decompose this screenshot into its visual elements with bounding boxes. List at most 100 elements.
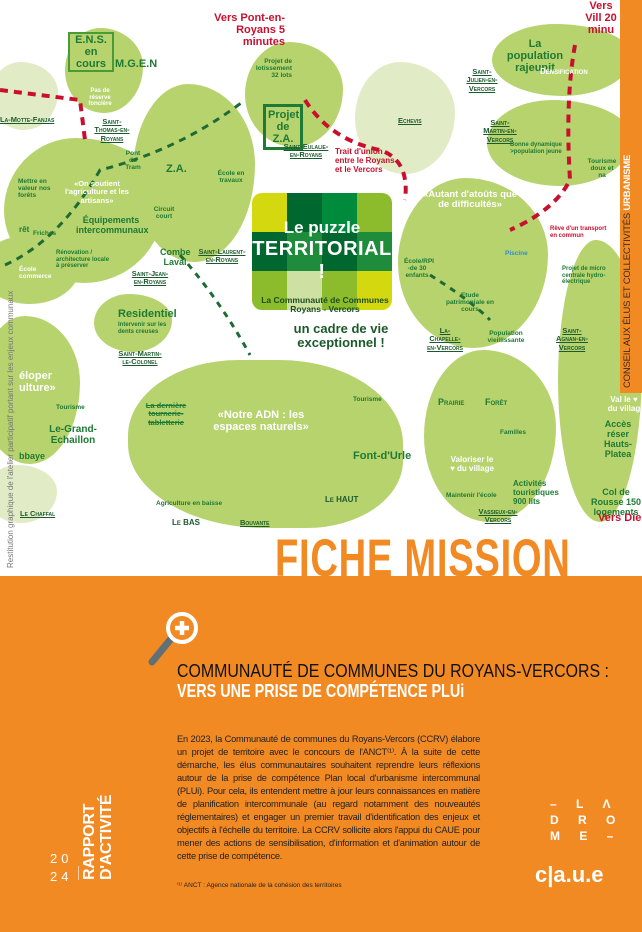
illustration-credit: Restitution graphique de l'atelier parti…	[6, 290, 15, 568]
report-title: RAPPORT D'ACTIVITÉ	[81, 794, 115, 880]
label-equipements: Équipements intercommunaux	[76, 215, 149, 235]
label-renovation: Rénovation / architecture locale à prése…	[56, 250, 110, 270]
label-familles: Familles	[500, 429, 527, 436]
article-footnote: ⁽¹⁾ ANCT : Agence nationale de la cohési…	[177, 882, 342, 889]
label-ecole-rpi: École/RPI -de 30 enfants	[404, 258, 434, 280]
label-densification: Densification	[540, 67, 588, 76]
label-combe-laval: Combe Laval	[160, 247, 191, 267]
label-mettre-valeur: Mettre en valeur nos forêts	[18, 178, 51, 200]
label-projet-za: Projet de Z.A.	[263, 104, 303, 151]
puzzle-piece	[322, 271, 357, 310]
label-maintenir: Maintenir l'école	[446, 492, 497, 499]
route-lines	[0, 44, 577, 356]
puzzle-title-line2: TERRITORIAL !	[252, 238, 392, 283]
puzzle-piece	[252, 271, 287, 310]
label-residentiel: Residentiel	[118, 308, 177, 320]
label-mgen: M.G.E.N	[115, 58, 158, 70]
label-st-jean: Saint-Jean-en-Royans	[131, 269, 169, 287]
label-population-rajeunit: La population rajeunit	[506, 38, 564, 75]
map-area	[245, 42, 343, 147]
label-vers-villard: Vers Vill 20 minu	[585, 0, 617, 37]
label-valoriser: Valoriser le ♥ du village	[450, 455, 494, 473]
label-font-urle: Font-d'Urle	[353, 450, 412, 462]
article-title: COMMUNAUTÉ DE COMMUNES DU ROYANS-VERCORS…	[177, 660, 609, 681]
label-agriculture-baisse: Agriculture en baisse	[156, 500, 223, 507]
label-valoriser-right: Val le ♥ du villag	[607, 396, 641, 413]
side-category-highlight: URBANISME	[622, 154, 633, 211]
puzzle-piece	[357, 193, 392, 232]
label-friches: Friches	[33, 230, 57, 237]
map-area	[128, 360, 403, 528]
label-lotissement: Projet de lotissement 32 lots	[255, 58, 292, 80]
label-on-soutient: «On soutient l'agriculture et les artisa…	[65, 179, 129, 205]
label-st-thomas: Saint-Thomas-en-Royans	[94, 117, 130, 143]
red-route	[509, 44, 577, 232]
side-category-label: CONSEIL AUX ÉLUS ET COLLECTIVITÉS URBANI…	[622, 128, 633, 388]
green-route	[178, 254, 252, 356]
puzzle-subtitle: La Communauté de Communes Royans - Verco…	[261, 295, 389, 315]
label-etude: Etude patrimoniale en cours	[445, 292, 495, 314]
label-ecole-left: École commerce	[19, 266, 52, 281]
label-trait-union: Trait d'union entre le Royans et le Verc…	[335, 147, 395, 174]
puzzle-title-line1: Le puzzle	[283, 218, 361, 237]
label-st-martin-colonel: Saint-Martin-le-Colonel	[118, 349, 162, 367]
label-st-laurent: Saint-Laurent-en-Royans	[198, 247, 246, 265]
la-drome-logo: – L Λ D R O M E –	[550, 797, 624, 843]
label-vers-pont: Vers Pont-en-Royans 5 minutes	[214, 12, 285, 49]
label-autant: «Autant d'atoûts que de difficultés»	[422, 189, 518, 211]
label-developper: éloper ulture»	[19, 370, 56, 395]
label-pas-reserve: Pas de réserve foncière	[88, 88, 112, 108]
map-area	[424, 350, 556, 522]
label-reve-transport: Rêve d'un transport en commun	[550, 226, 607, 239]
magnifier-plus-icon	[148, 612, 198, 666]
report-year: 20 24	[50, 851, 73, 884]
puzzle-piece	[287, 193, 322, 232]
label-foret-left: rêt	[19, 225, 30, 234]
label-le-chaffal: Le Chaffal	[20, 509, 56, 518]
label-la-motte: La-Motte-Fanjas	[0, 115, 55, 124]
map-area	[398, 178, 548, 348]
puzzle-piece	[322, 193, 357, 232]
label-activites: Activités touristiques 900 lits	[513, 479, 559, 506]
orange-content-band	[0, 576, 642, 932]
page-heading: FICHE MISSION	[275, 529, 571, 588]
side-category-text: CONSEIL AUX ÉLUS ET COLLECTIVITÉS	[622, 212, 633, 388]
label-tourisme-mid: Tourisme	[353, 396, 382, 403]
label-ens: E.N.S. en cours	[68, 32, 114, 73]
puzzle-tagline: un cadre de vie exceptionnel !	[293, 321, 389, 351]
label-pont-tram: Pont du Tram	[125, 150, 141, 172]
puzzle-piece	[287, 232, 322, 271]
caue-logo: c|a.u.e	[535, 862, 604, 887]
map-area	[94, 294, 172, 352]
illustrated-territory-map: E.N.S. en cours M.G.E.N Pas de réserve f…	[0, 0, 642, 528]
label-tourisme-doux: Tourisme doux et na	[587, 158, 617, 180]
label-tourisme-left: Tourisme	[56, 404, 85, 411]
label-vers-die: Vers Die	[598, 512, 642, 524]
article-subtitle: VERS UNE PRISE DE COMPÉTENCE PLUi	[177, 681, 465, 701]
red-route	[0, 88, 87, 141]
label-st-eulalie: Saint-Eulalie-en-Royans	[283, 142, 329, 160]
puzzle-piece	[357, 271, 392, 310]
label-grand-echaillon: Le-Grand-Echaillon	[49, 424, 97, 446]
side-category-strip	[620, 0, 642, 393]
label-foret: Forêt	[485, 397, 508, 407]
map-area	[487, 100, 632, 186]
label-population-vieill: Population vieillissante	[487, 330, 525, 345]
label-dents-creuses: Intervenir sur les dents creuses	[118, 322, 167, 335]
label-le-bas: Le BAS	[172, 518, 201, 527]
label-st-martin-vercors: Saint-Martin-en-Vercors	[483, 118, 517, 144]
label-bonne-dynamique: Bonne dynamique >population jeune	[509, 142, 562, 155]
puzzle-piece	[252, 232, 287, 271]
puzzle-piece	[322, 232, 357, 271]
green-route	[4, 98, 246, 267]
puzzle-piece	[287, 271, 322, 310]
label-ecole-travaux: École en travaux	[217, 170, 245, 185]
map-area	[492, 24, 632, 96]
report-divider	[78, 866, 79, 880]
article-body: En 2023, la Communauté de communes du Ro…	[177, 734, 480, 861]
puzzle-graphic	[252, 193, 392, 310]
label-abbaye: bbaye	[19, 451, 46, 461]
label-za: Z.A.	[166, 163, 187, 175]
map-area	[355, 62, 455, 174]
label-notre-adn: «Notre ADN : les espaces naturels»	[213, 409, 309, 434]
